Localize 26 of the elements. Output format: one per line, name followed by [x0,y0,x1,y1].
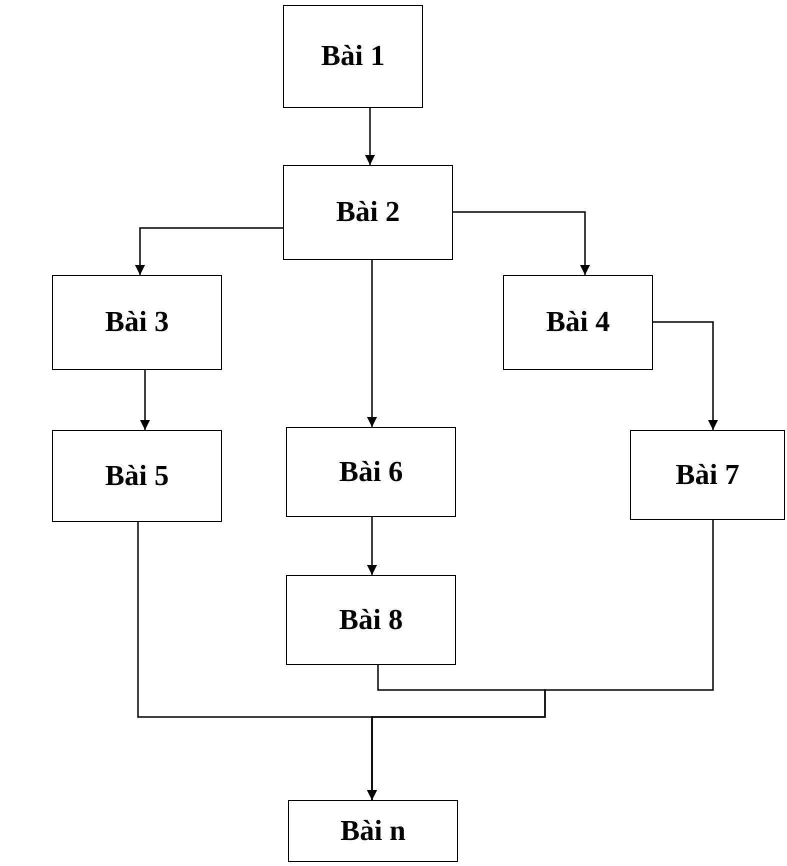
arrow [653,321,718,430]
arrow [365,108,375,165]
box-label: Bài 1 [321,40,385,73]
arrow [140,370,150,430]
arrow [367,517,377,575]
process-box [283,165,453,260]
box-label: Bài 4 [546,306,610,339]
box-label: Bài 6 [339,456,403,488]
process-box [503,275,653,370]
box-label: Bài 8 [339,604,403,636]
process-box [52,430,222,522]
arrow [135,227,283,275]
process-box [52,275,222,370]
arrow [367,260,377,427]
process-box [288,800,458,862]
process-box [283,5,423,108]
process-box [286,427,456,517]
process-box [630,430,785,520]
arrow [453,211,590,275]
box-label: Bài 3 [105,306,169,339]
arrow [137,522,377,800]
box-label: Bài n [340,814,406,848]
box-label: Bài 2 [336,196,400,229]
box-label: Bài 7 [676,458,740,492]
process-box [286,575,456,665]
box-label: Bài 5 [105,460,169,492]
